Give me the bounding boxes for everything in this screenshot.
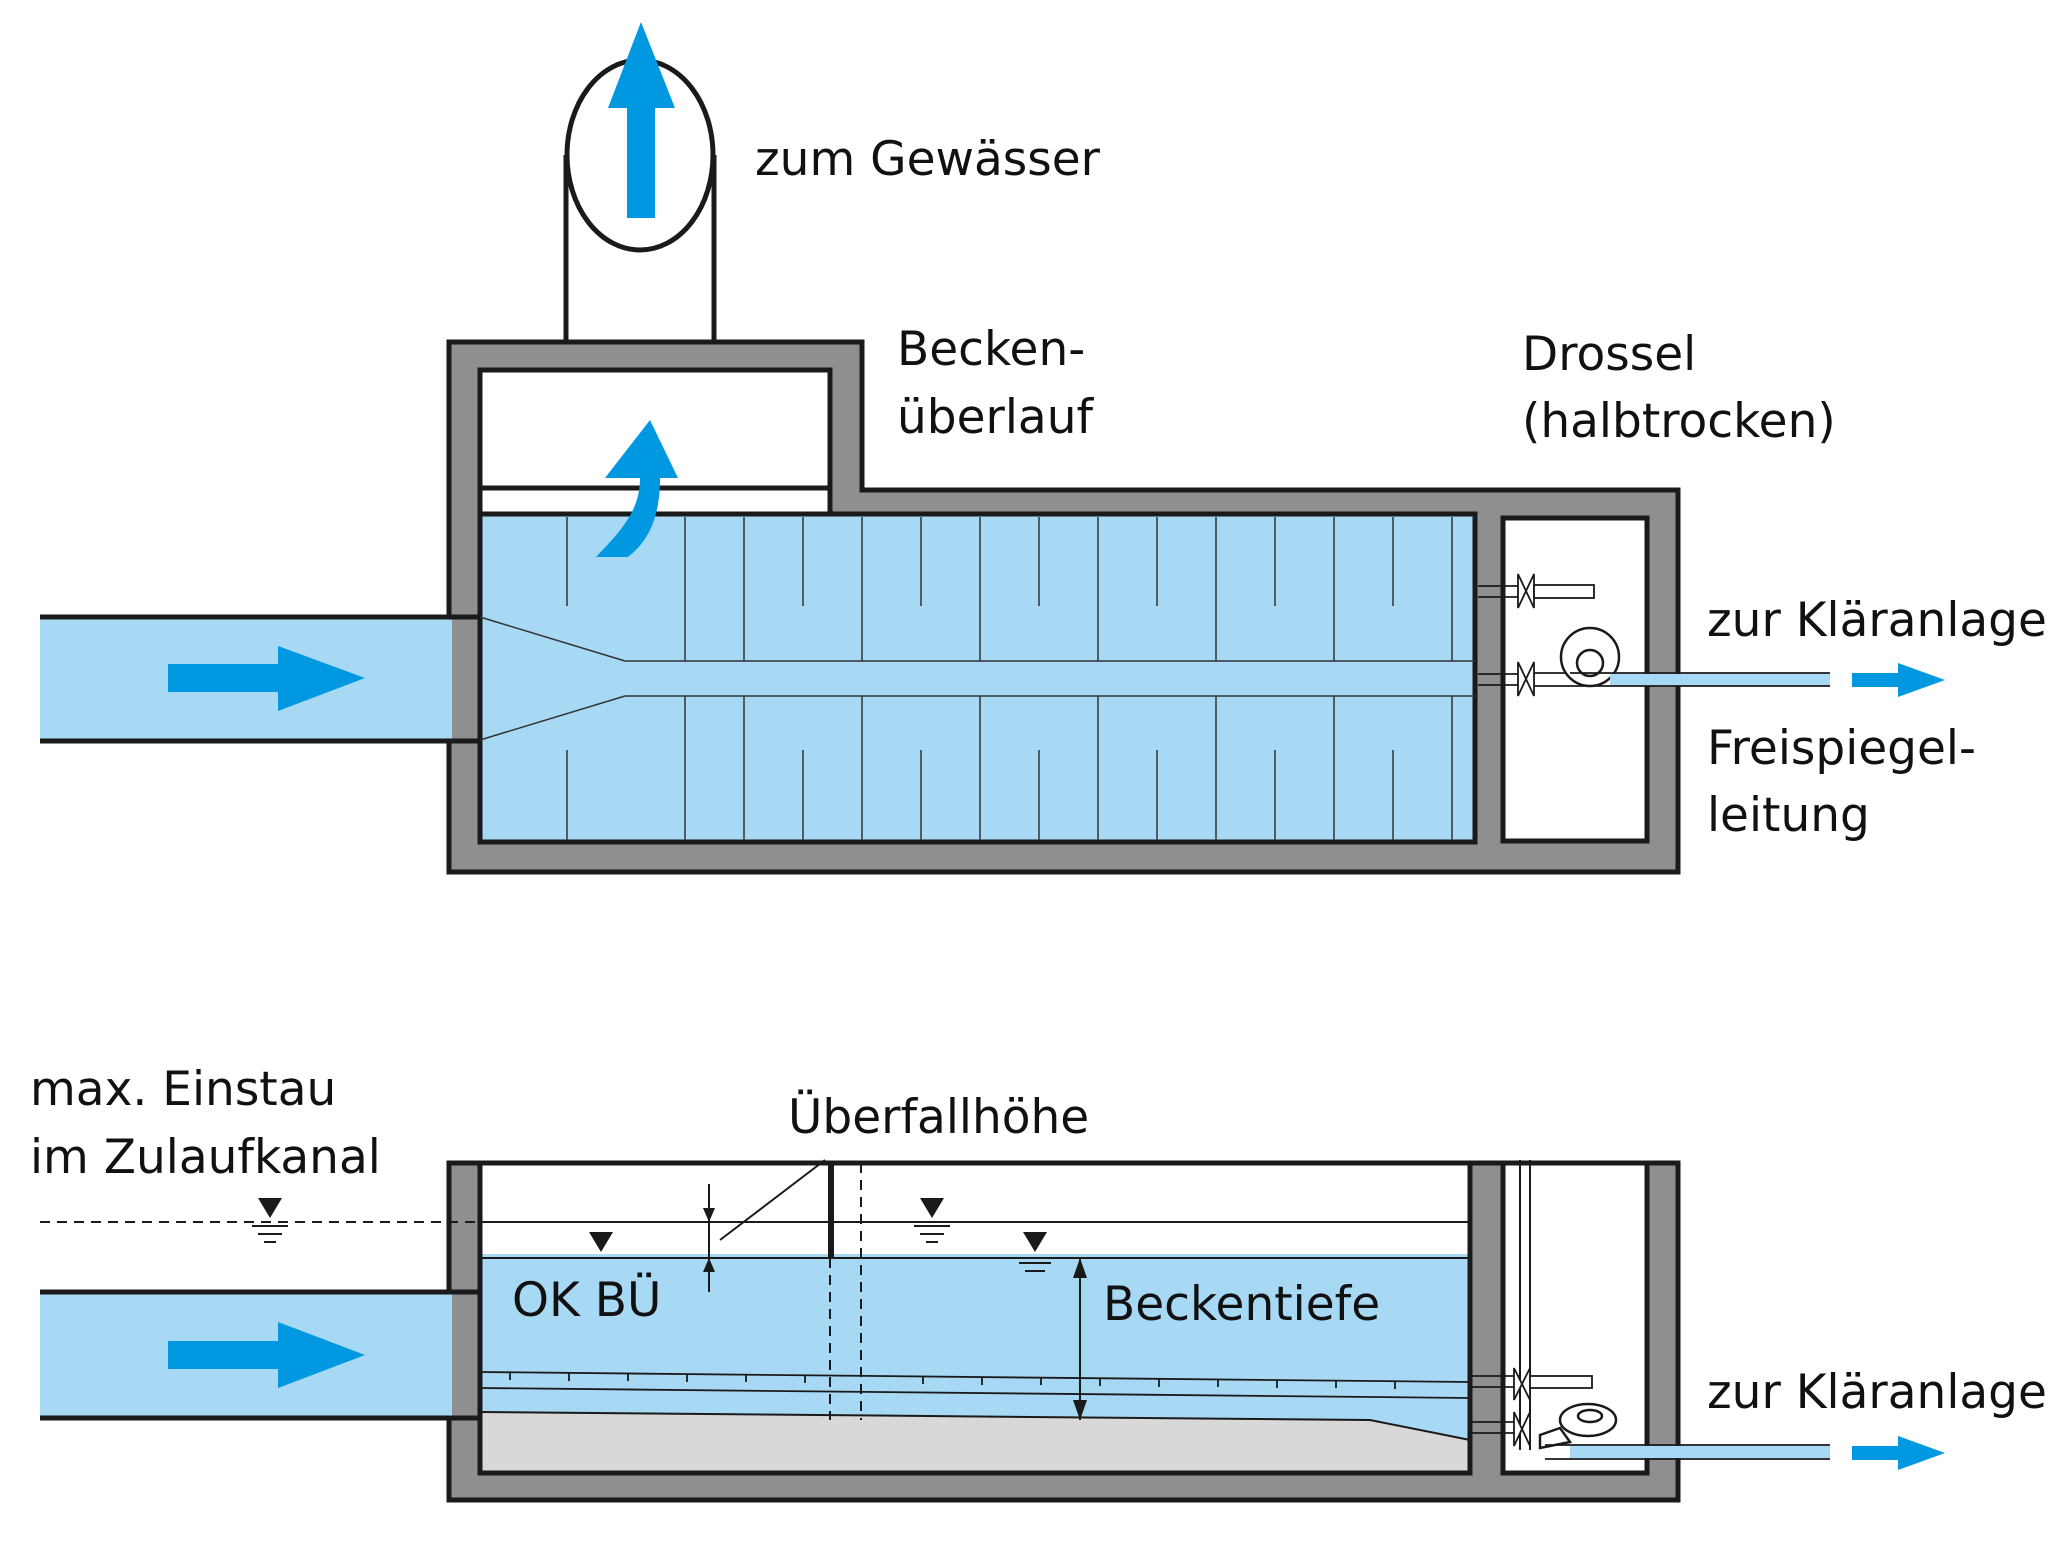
water-level-marker-max	[252, 1198, 288, 1243]
outlet-pipe-plan	[1570, 663, 1945, 697]
right-arrow-icon	[1852, 663, 1945, 697]
baffle-lines	[479, 517, 1475, 840]
basin-water-plan	[477, 511, 1478, 845]
label-free-surface-1: Freispiegel-	[1707, 721, 1976, 776]
valve-icon	[1470, 1367, 1593, 1447]
flow-arrow-icon	[168, 646, 365, 711]
label-throttle-1: Drossel	[1522, 327, 1696, 382]
pump-icon	[1559, 626, 1621, 688]
label-max-backwater-2: im Zulaufkanal	[30, 1130, 381, 1185]
inlet-pipe-plan	[40, 614, 480, 744]
label-free-surface-2: leitung	[1707, 788, 1870, 843]
pump-icon	[1538, 1402, 1618, 1450]
label-overflow-2: überlauf	[897, 390, 1095, 445]
dashed-reference-lines	[40, 1163, 862, 1420]
label-to-plant-bottom: zur Kläranlage	[1707, 1365, 2047, 1420]
water-level-marker-basin	[914, 1198, 950, 1243]
label-max-backwater-1: max. Einstau	[30, 1062, 336, 1117]
label-to-water-body: zum Gewässer	[755, 132, 1101, 187]
inlet-pipe-section	[40, 1289, 480, 1421]
water-level-marker-depth	[1019, 1232, 1051, 1272]
label-to-plant-top: zur Kläranlage	[1707, 593, 2047, 648]
label-basin-depth: Beckentiefe	[1103, 1277, 1380, 1332]
lamella-section	[479, 1371, 1471, 1399]
section-view: max. Einstau im Zulaufkanal Überfallhöhe…	[30, 1062, 2047, 1503]
valve-icon	[1478, 573, 1595, 697]
basin-floor-sludge	[480, 1412, 1470, 1473]
up-arrow-icon	[608, 22, 675, 218]
throttle-shaft	[1519, 1160, 1531, 1450]
flow-arrow-icon	[168, 1322, 365, 1388]
right-arrow-icon	[1852, 1436, 1945, 1470]
overflow-arrow-icon	[596, 420, 678, 557]
outlet-pipe-to-water-body	[563, 22, 717, 372]
label-throttle-2: (halbtrocken)	[1522, 394, 1836, 449]
water-level-marker-overflow	[589, 1232, 613, 1252]
label-ok-bue: OK BÜ	[512, 1273, 661, 1328]
overflow-weir-wall	[828, 1163, 834, 1257]
label-overflow-height: Überfallhöhe	[788, 1090, 1089, 1145]
label-overflow-1: Becken-	[897, 322, 1085, 377]
overflow-height-dimension	[703, 1159, 826, 1292]
basin-water-section	[480, 1254, 1470, 1440]
outlet-pipe-section	[1545, 1436, 1945, 1470]
basin-depth-dimension	[1073, 1258, 1087, 1420]
plan-view: zum Gewässer Becken- überlauf Drossel (h…	[40, 22, 2047, 875]
